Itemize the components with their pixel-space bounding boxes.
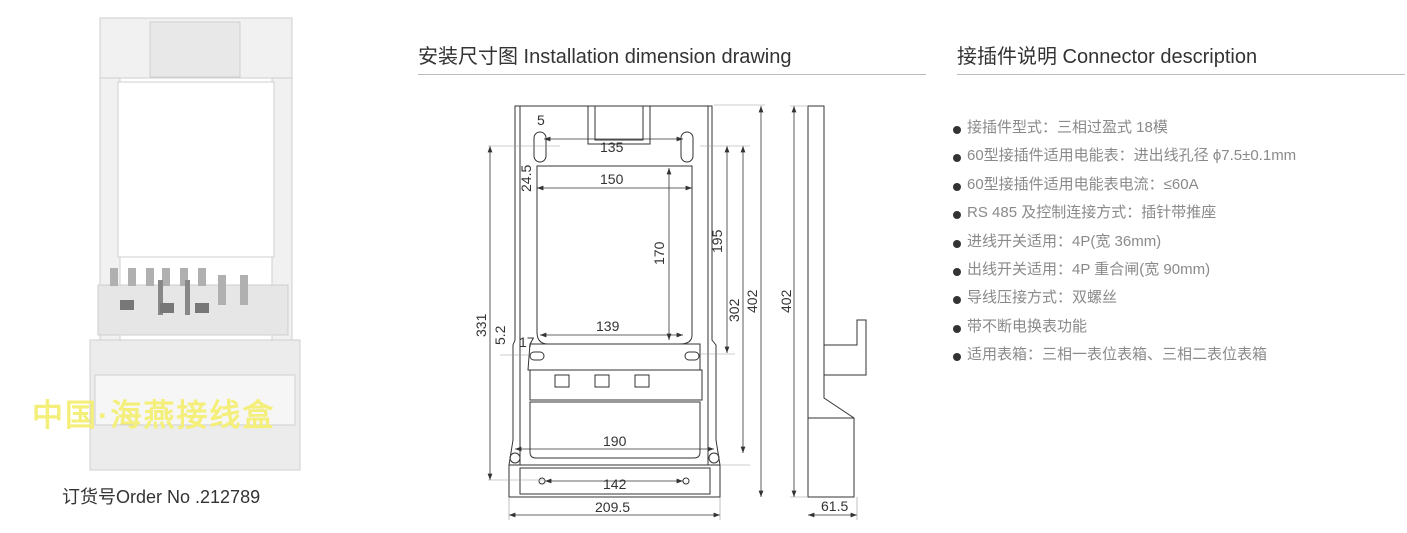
spec-item: 带不断电换表功能 (953, 315, 1296, 343)
dimension-label: 5 (537, 112, 545, 128)
dimension-label: 5.2 (492, 325, 508, 345)
order-number-caption: 订货号Order No .212789 (62, 487, 261, 507)
slot-left (533, 131, 547, 163)
spec-item: 进线开关适用：4P(宽 36mm) (953, 230, 1296, 258)
description-heading-rule (957, 74, 1405, 75)
bullet-icon (953, 154, 961, 163)
bullet-icon (953, 211, 961, 220)
bullet-icon (953, 324, 961, 333)
bullet-icon (953, 239, 961, 248)
dimension-label: 195 (709, 229, 725, 253)
dimension-label: 331 (473, 313, 489, 337)
dimension-label: 135 (600, 139, 624, 155)
slot-right (680, 131, 694, 163)
spec-item: 60型接插件适用电能表电流：≤60A (953, 173, 1296, 201)
spec-item: 出线开关适用：4P 重合闸(宽 90mm) (953, 258, 1296, 286)
connector-spec-list: 接插件型式：三相过盈式 18模 60型接插件适用电能表：进出线孔径 ϕ7.5±0… (953, 116, 1296, 372)
dimension-label: 302 (726, 298, 742, 322)
dimension-label: 17 (519, 334, 535, 350)
dimension-label: 402 (744, 289, 760, 313)
dimension-label: 170 (651, 241, 667, 265)
drawing-heading-rule (418, 74, 926, 75)
bullet-icon (953, 296, 961, 305)
spec-item: RS 485 及控制连接方式：插针带推座 (953, 201, 1296, 229)
bullet-icon (953, 182, 961, 191)
dimension-label: 139 (596, 318, 620, 334)
drawing-heading: 安装尺寸图 Installation dimension drawing (418, 46, 792, 68)
watermark-text: 中国·海燕接线盒 (32, 398, 276, 433)
spec-item: 导线压接方式：双螺丝 (953, 286, 1296, 314)
dimension-label: 402 (778, 289, 794, 313)
dimension-label: 24.5 (518, 165, 534, 192)
dimension-label: 190 (603, 433, 627, 449)
spec-item: 适用表箱：三相一表位表箱、三相二表位表箱 (953, 343, 1296, 371)
bullet-icon (953, 126, 961, 134)
dimension-label: 150 (600, 171, 624, 187)
bullet-icon (953, 353, 961, 362)
dimension-label: 209.5 (595, 499, 630, 515)
spec-item: 接插件型式：三相过盈式 18模 (953, 116, 1296, 144)
product-photo (89, 17, 301, 471)
side-view-outline (807, 105, 855, 498)
dimension-label: 61.5 (821, 498, 848, 514)
spec-item: 60型接插件适用电能表：进出线孔径 ϕ7.5±0.1mm (953, 144, 1296, 172)
frame-window (117, 81, 275, 258)
description-heading: 接插件说明 Connector description (957, 46, 1258, 68)
dimension-label: 142 (603, 476, 627, 492)
bullet-icon (953, 267, 961, 276)
